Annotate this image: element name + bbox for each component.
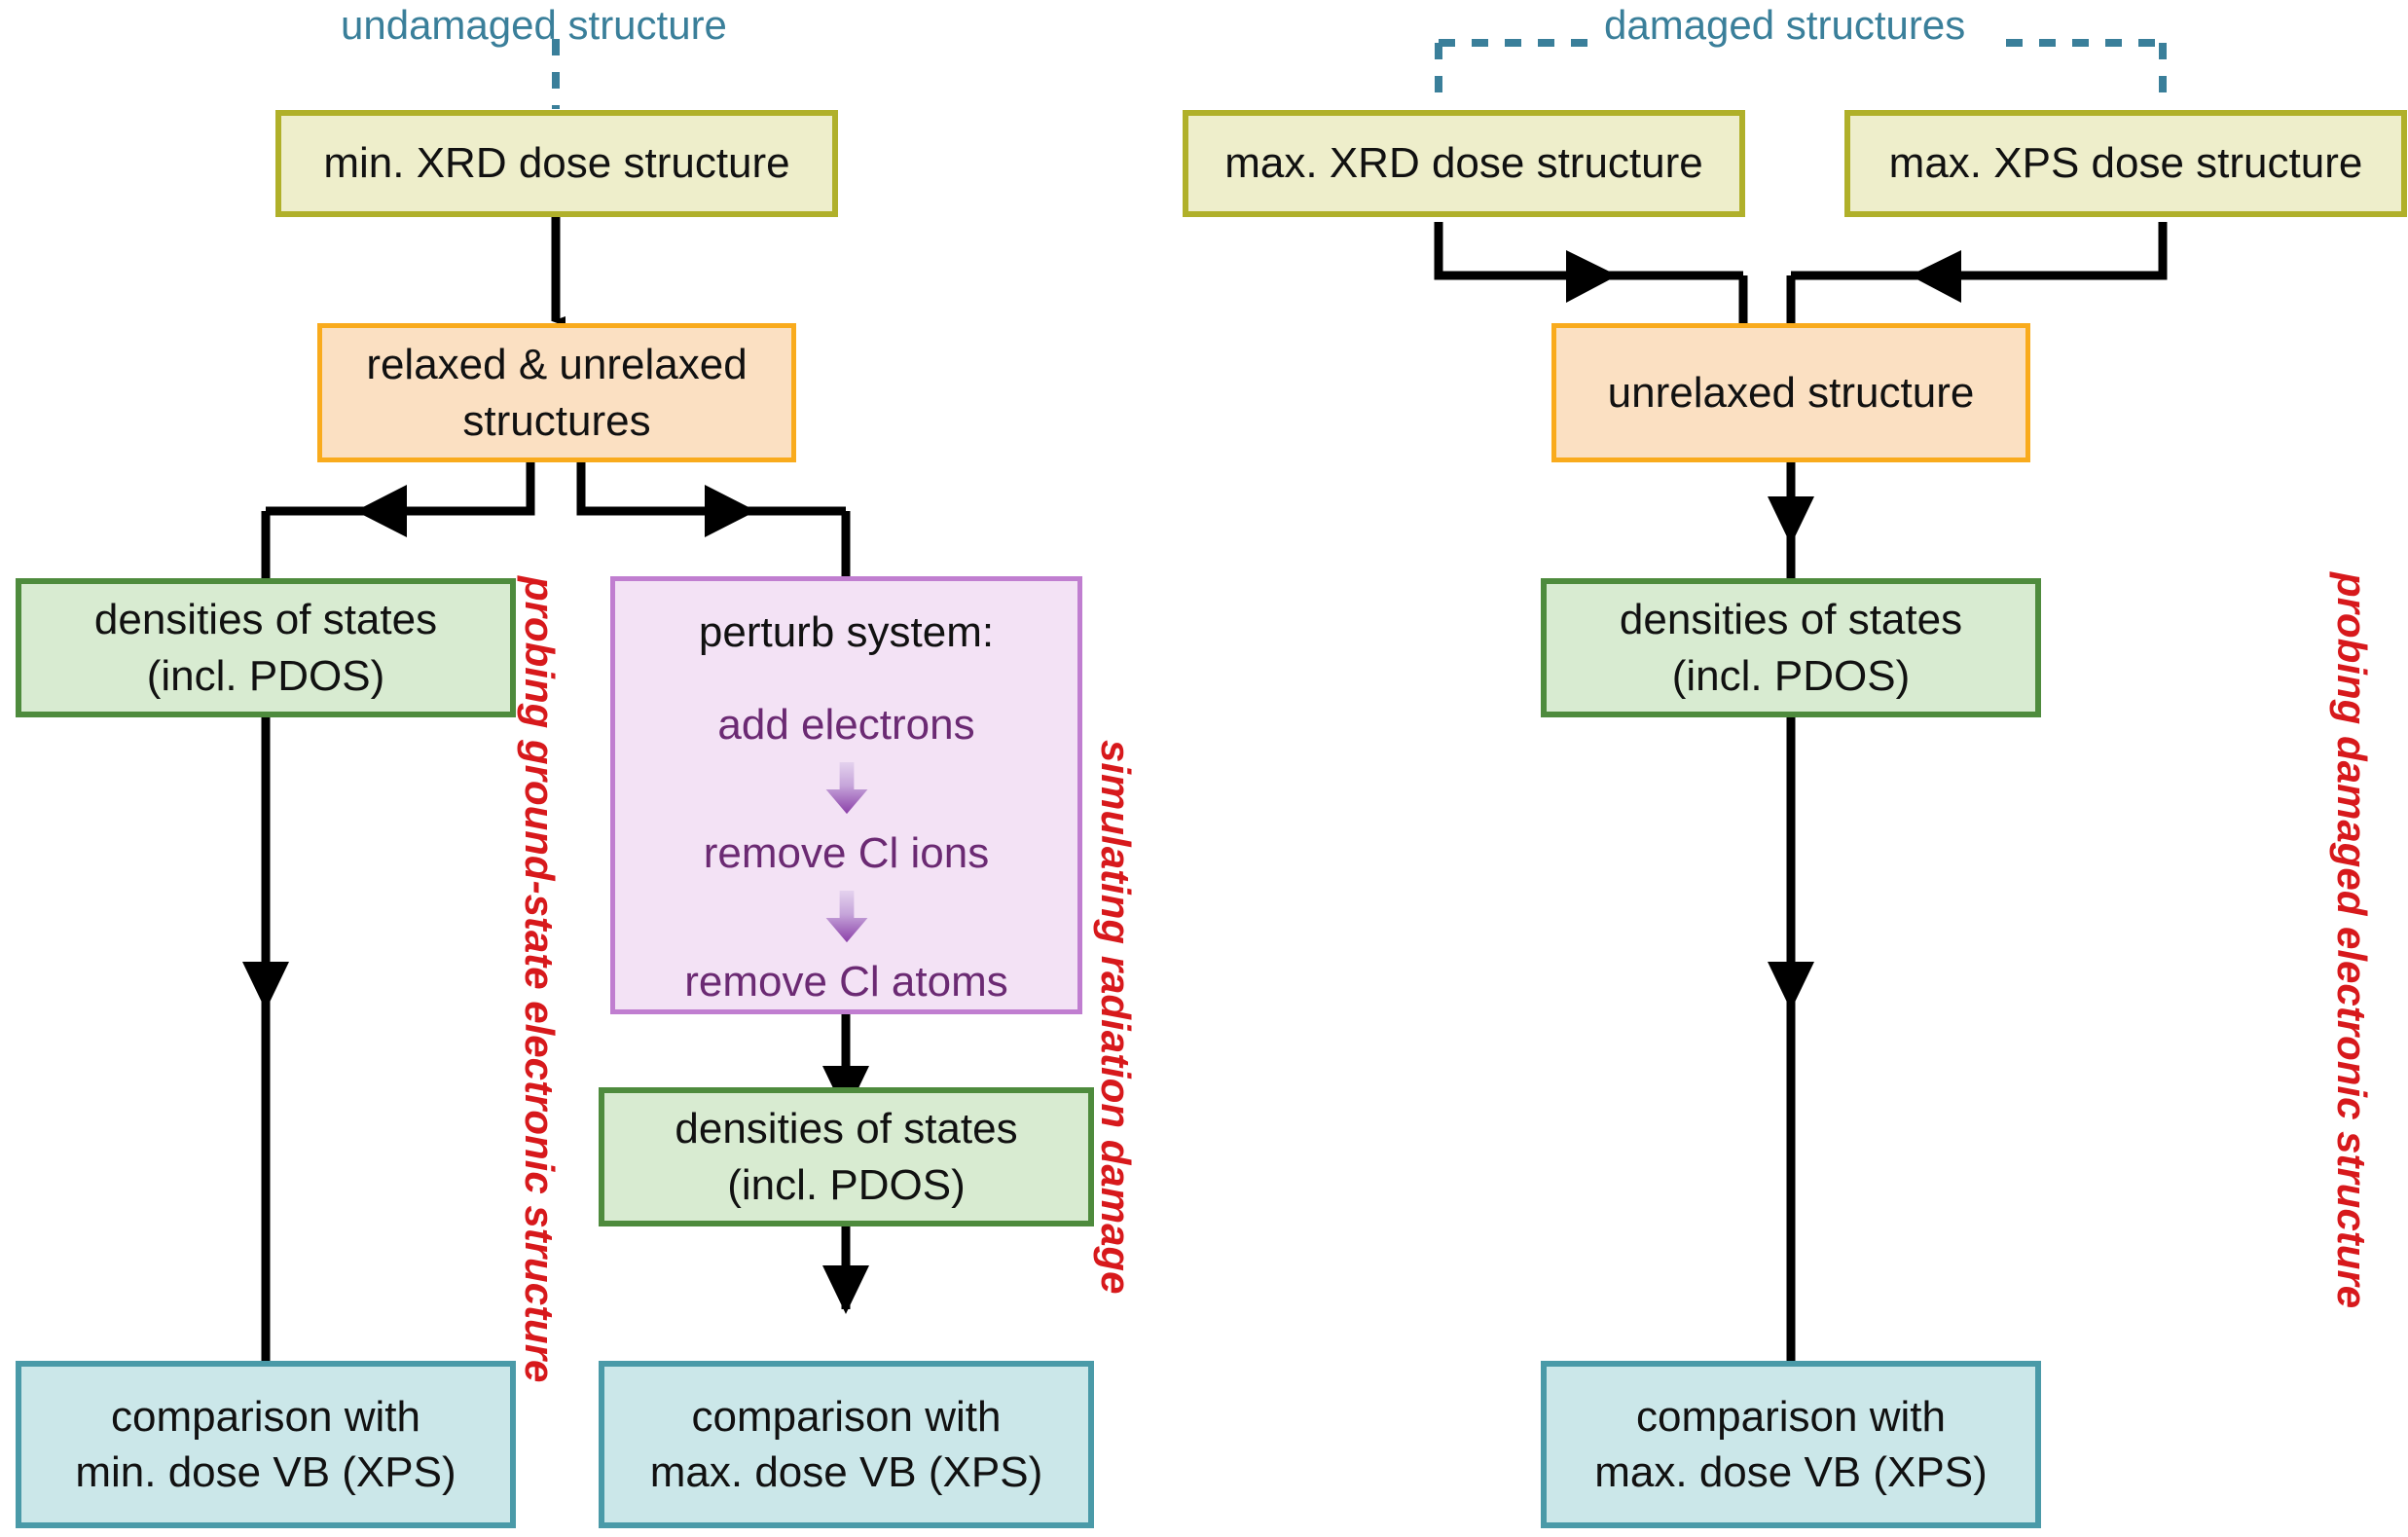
node-label-line1: comparison with — [691, 1392, 1002, 1441]
bracket-label-undamaged: undamaged structure — [341, 2, 727, 48]
node-label-line2: (incl. PDOS) — [1671, 651, 1911, 700]
node-unrelaxed-structure[interactable]: unrelaxed structure — [1551, 323, 2030, 462]
node-comparison-max-dose-mid[interactable]: comparison with max. dose VB (XPS) — [599, 1361, 1094, 1528]
node-densities-of-states-mid[interactable]: densities of states (incl. PDOS) — [599, 1087, 1094, 1226]
perturb-step-remove-cl-atoms: remove Cl atoms — [684, 957, 1008, 1006]
side-label-probing-damaged-electronic: probing damaged electronic structure — [2329, 572, 2375, 1309]
node-label-line2: (incl. PDOS) — [146, 651, 385, 700]
node-label: unrelaxed structure — [1607, 368, 1975, 417]
edge-dosleft-to-cmpleft — [242, 714, 289, 1363]
bracket-damaged — [1435, 39, 2167, 109]
node-label-line1: densities of states — [1619, 596, 1963, 644]
node-label-line1: densities of states — [675, 1105, 1018, 1153]
node-comparison-min-dose[interactable]: comparison with min. dose VB (XPS) — [16, 1361, 516, 1528]
node-label-line2: min. dose VB (XPS) — [75, 1448, 456, 1496]
node-relaxed-and-unrelaxed-structures[interactable]: relaxed & unrelaxed structures — [317, 323, 796, 462]
node-perturb-system[interactable]: perturb system: add electrons remove Cl … — [610, 576, 1082, 1014]
node-max-xrd-dose-structure[interactable]: max. XRD dose structure — [1183, 110, 1745, 217]
edge-unrelaxed-to-dosright — [1768, 460, 1814, 578]
node-label-line1: comparison with — [111, 1392, 420, 1441]
node-label: max. XRD dose structure — [1224, 139, 1703, 188]
node-densities-of-states-left[interactable]: densities of states (incl. PDOS) — [16, 578, 516, 717]
perturb-step-add-electrons: add electrons — [717, 701, 975, 750]
node-comparison-max-dose-right[interactable]: comparison with max. dose VB (XPS) — [1541, 1361, 2041, 1528]
perturb-step-remove-cl-ions: remove Cl ions — [703, 829, 990, 877]
edge-relaxed-split — [261, 460, 851, 581]
node-densities-of-states-right[interactable]: densities of states (incl. PDOS) — [1541, 578, 2041, 717]
perturb-title: perturb system: — [698, 608, 995, 656]
node-label-line2: max. dose VB (XPS) — [649, 1448, 1043, 1496]
side-label-simulating-radiation-damage: simulating radiation damage — [1093, 740, 1139, 1295]
node-label-line2: max. dose VB (XPS) — [1594, 1448, 1988, 1496]
edge-dosright-to-cmpright — [1768, 714, 1814, 1363]
node-label-line1: comparison with — [1636, 1392, 1946, 1441]
node-label-line2: (incl. PDOS) — [727, 1160, 966, 1209]
edge-maxdose-to-unrelaxed — [1434, 222, 2168, 331]
node-min-xrd-dose-structure[interactable]: min. XRD dose structure — [275, 110, 838, 217]
node-label-line1: densities of states — [93, 596, 438, 644]
bracket-label-damaged: damaged structures — [1604, 2, 1966, 48]
down-arrow-icon — [825, 762, 867, 815]
side-label-probing-ground-state: probing ground-state electronic structur… — [517, 576, 563, 1383]
edge-dosmid-to-cmpmid — [822, 1225, 869, 1314]
node-label-line1: relaxed & unrelaxed — [366, 341, 748, 389]
node-label-line2: structures — [462, 396, 651, 445]
node-label: max. XPS dose structure — [1888, 139, 2363, 188]
node-label: min. XRD dose structure — [323, 139, 790, 188]
node-max-xps-dose-structure[interactable]: max. XPS dose structure — [1844, 110, 2407, 217]
down-arrow-icon — [825, 891, 867, 943]
